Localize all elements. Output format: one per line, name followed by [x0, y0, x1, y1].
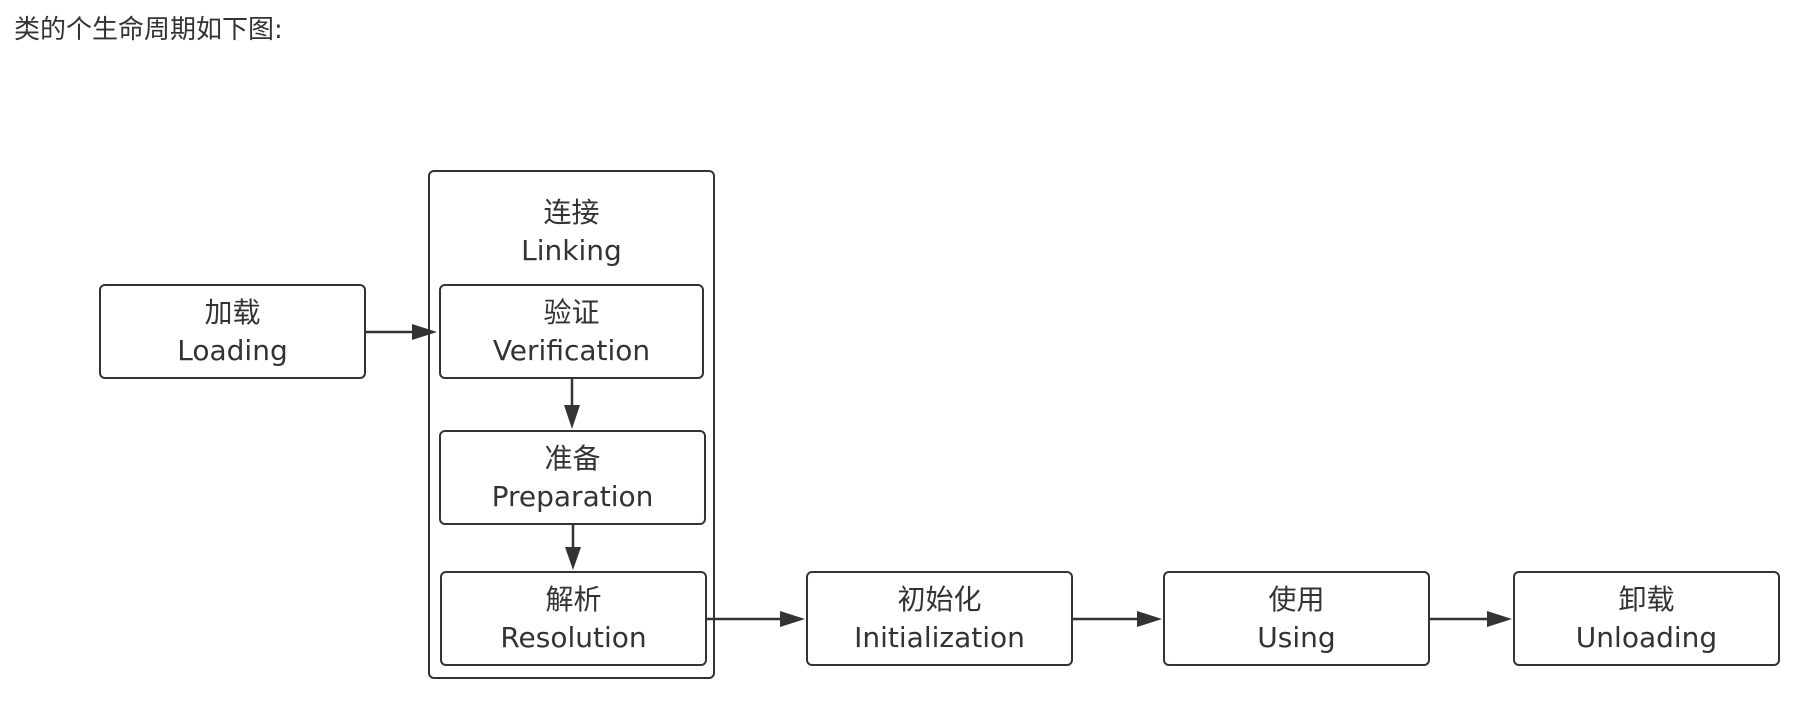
page-caption: 类的个生命周期如下图: — [14, 15, 283, 45]
linking-label-en: Linking — [521, 234, 622, 267]
edge-loading-to-linking — [366, 324, 437, 340]
edge-resolution-to-initialization — [707, 611, 805, 627]
node-preparation-label-en: Preparation — [491, 479, 654, 513]
node-preparation-label-cn: 准备 — [544, 441, 601, 475]
node-loading-label-cn: 加载 — [204, 295, 261, 329]
node-resolution-label-cn: 解析 — [545, 582, 602, 616]
node-initialization-label-cn: 初始化 — [897, 582, 982, 616]
node-verification-label-en: Verification — [492, 333, 651, 367]
node-using-label-en: Using — [1257, 620, 1336, 654]
node-unloading-label-cn: 卸载 — [1618, 582, 1675, 616]
node-initialization-label-en: Initialization — [854, 620, 1025, 654]
node-using-label-cn: 使用 — [1268, 582, 1325, 616]
node-preparation: 准备 Preparation — [439, 430, 706, 525]
node-verification-label-cn: 验证 — [543, 295, 600, 329]
edge-using-to-unloading — [1430, 611, 1512, 627]
node-initialization: 初始化 Initialization — [806, 571, 1073, 666]
linking-label-cn: 连接 — [543, 196, 600, 229]
linking-group-label: 连接 Linking — [430, 194, 713, 270]
node-verification: 验证 Verification — [439, 284, 704, 379]
node-resolution: 解析 Resolution — [440, 571, 707, 666]
node-using: 使用 Using — [1163, 571, 1430, 666]
node-loading-label-en: Loading — [177, 333, 288, 367]
node-loading: 加载 Loading — [99, 284, 366, 379]
node-unloading: 卸载 Unloading — [1513, 571, 1780, 666]
node-resolution-label-en: Resolution — [500, 620, 647, 654]
node-unloading-label-en: Unloading — [1575, 620, 1718, 654]
edge-initialization-to-using — [1073, 611, 1162, 627]
